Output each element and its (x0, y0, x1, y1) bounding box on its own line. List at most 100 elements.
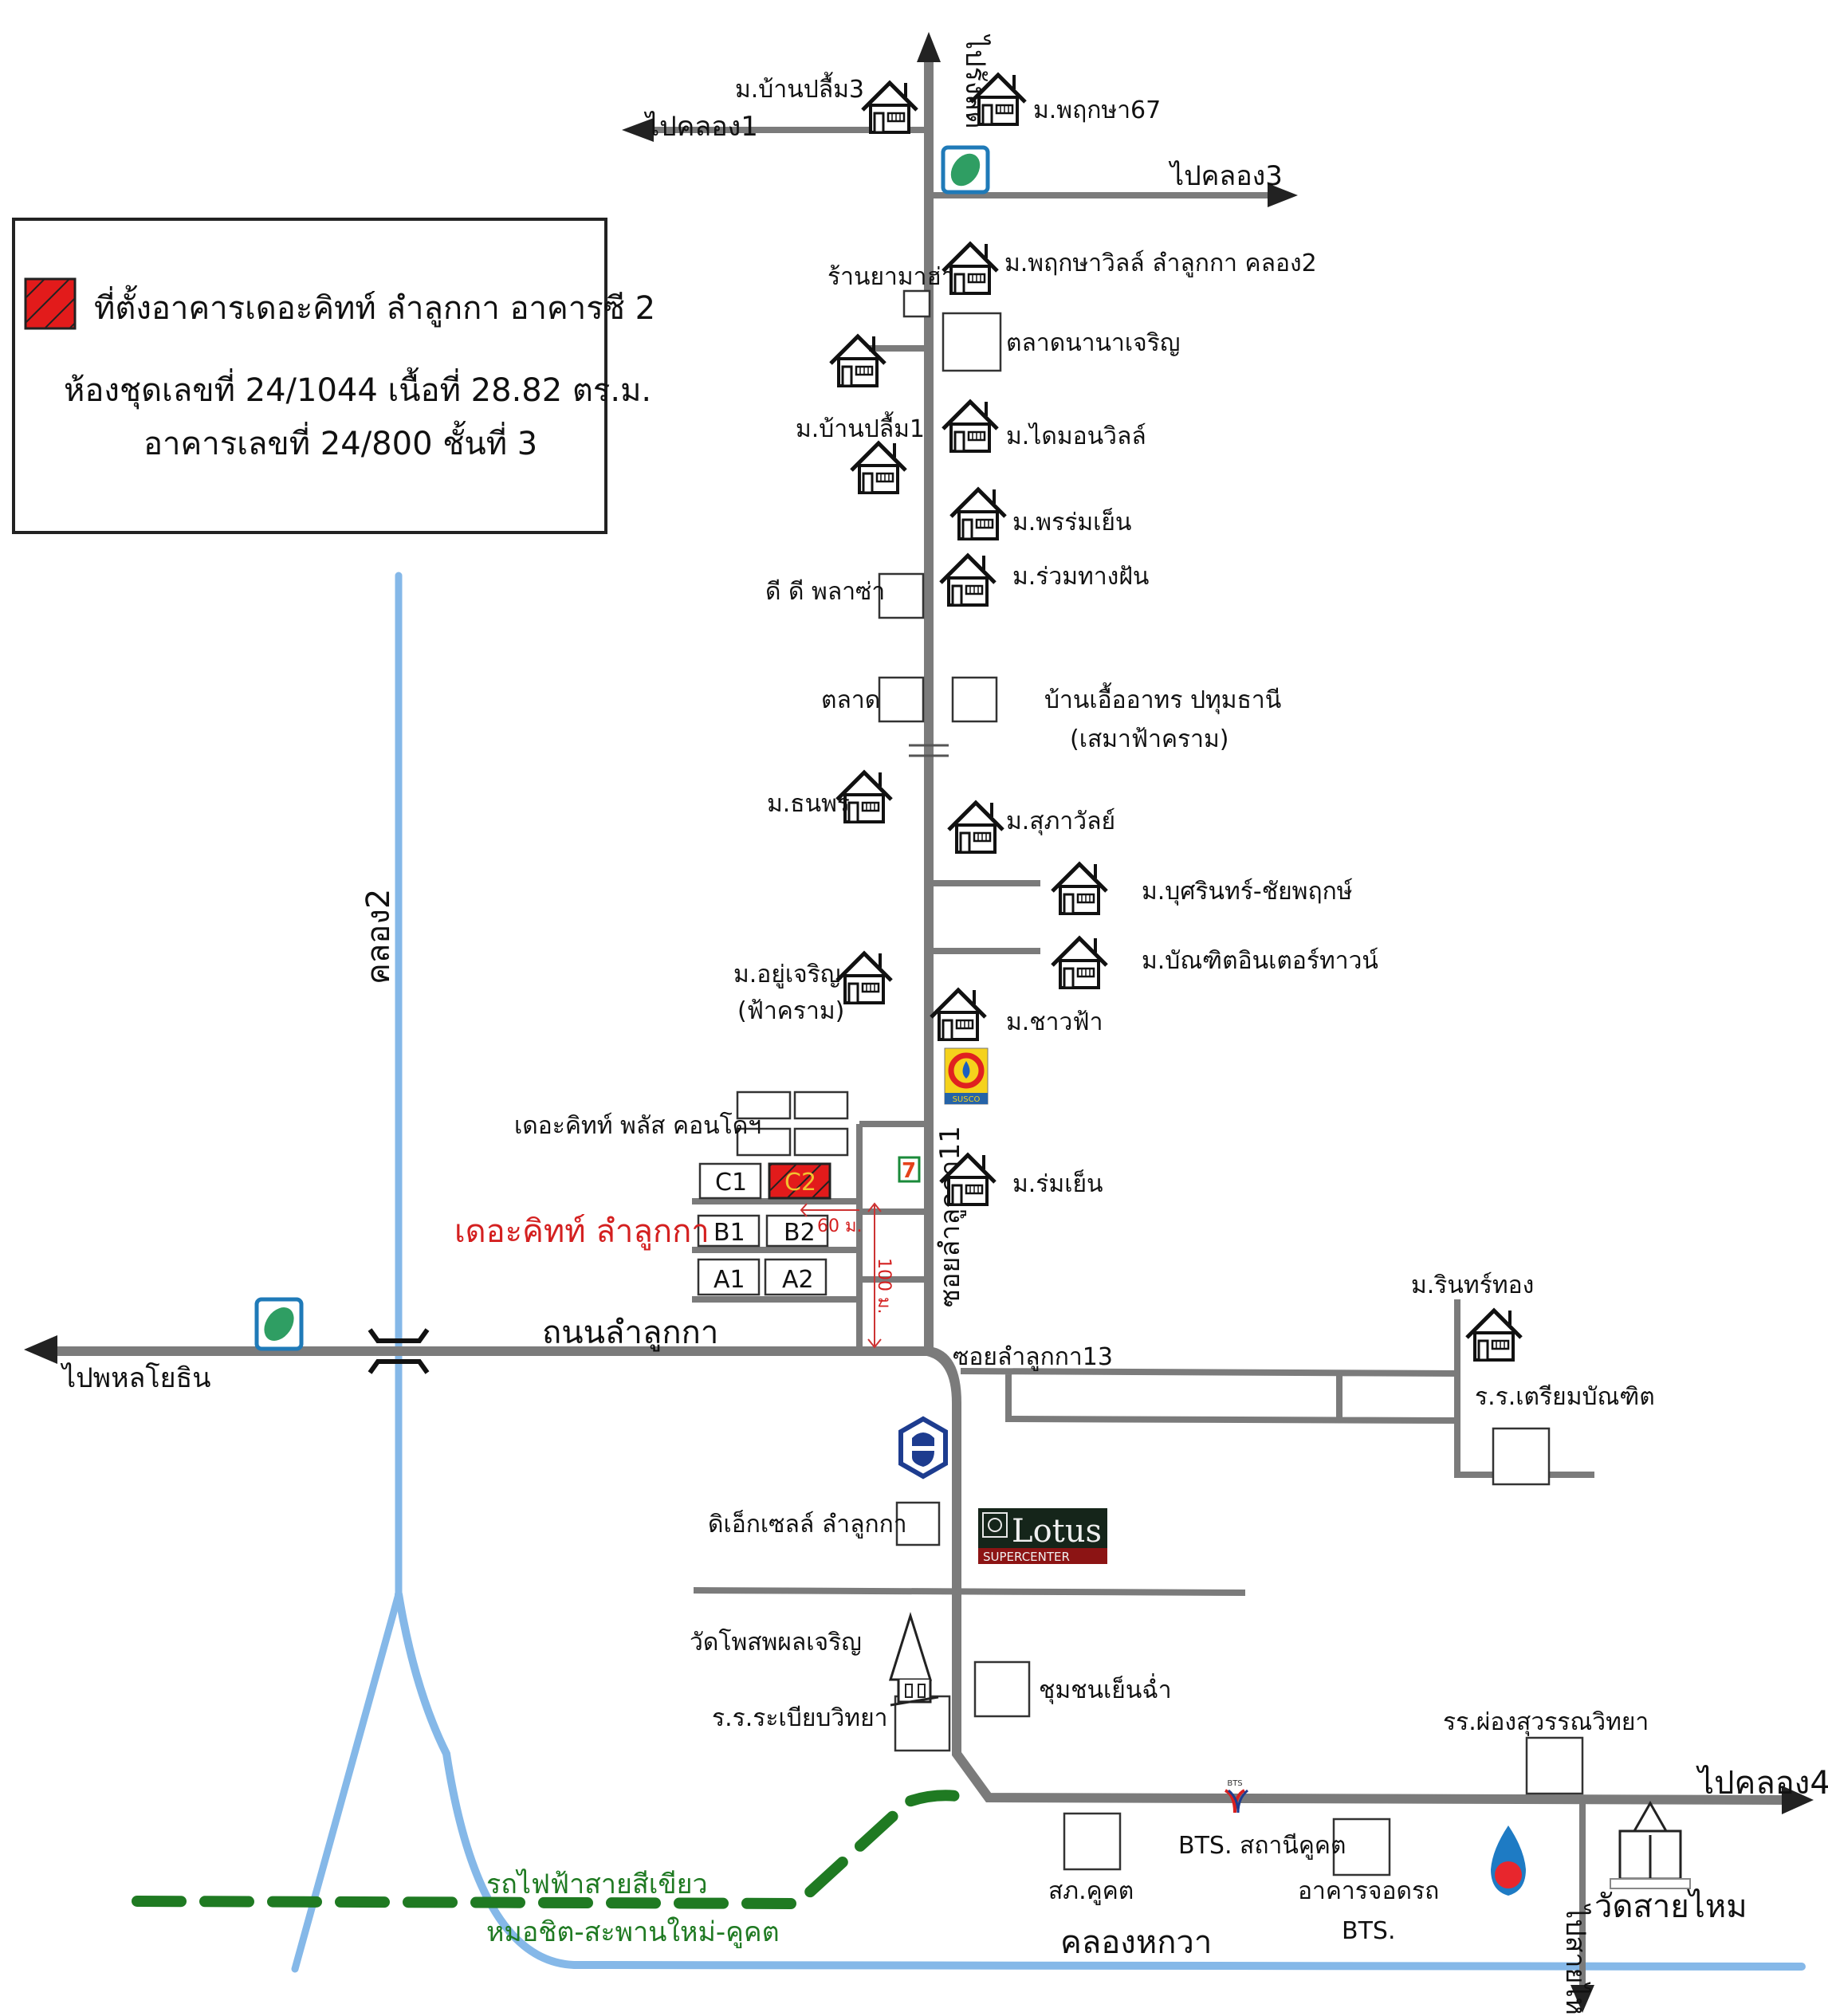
landmark-box (894, 1695, 951, 1752)
label-bts-station: BTS. สถานีคูคต (1178, 1832, 1346, 1860)
label-yennam: ชุมชนเย็นฉ่ำ (1039, 1673, 1172, 1705)
label-big-c: ดิเอ็กเซลล์ ลำลูกกา (708, 1509, 907, 1539)
house-icon (837, 953, 891, 1003)
road-soi11-label: ซอยลำลูกกา11 (934, 1126, 966, 1307)
bridge-mark (368, 1328, 430, 1374)
landmark-box (1525, 1736, 1584, 1795)
bangchak-logo-icon (941, 145, 990, 195)
direction-khlong3: ไปคลอง3 (1168, 160, 1283, 192)
label-pruksa-ville: ม.พฤกษาวิลล์ ลำลูกกา คลอง2 (1004, 250, 1317, 277)
label-diamond-ville: ม.ไดมอนวิลล์ (1006, 422, 1146, 450)
landmark-box (1332, 1818, 1391, 1876)
direction-khlong4: ไปคลอง4 (1696, 1765, 1828, 1802)
khlong2-canal (291, 572, 403, 1973)
arrow-khlong1[interactable] (622, 118, 654, 142)
green-line-label-2: หมอชิต-สะพานใหม่-คูคต (486, 1916, 780, 1948)
label-busarin: ม.บุศรินทร์-ชัยพฤกษ์ (1142, 878, 1353, 906)
building-c1[interactable]: C1 (698, 1162, 762, 1200)
kith-internal-roads (692, 1121, 929, 1350)
building-c1-label: C1 (715, 1169, 747, 1197)
landmark-box (973, 1660, 1031, 1718)
svg-text:7: 7 (902, 1159, 916, 1183)
susco-logo-icon: SUSCO (944, 1047, 989, 1105)
label-rinthong: ม.รินทร์ทอง (1411, 1271, 1534, 1299)
label-ban-plem1: ม.บ้านปลื้ม1 (796, 411, 925, 443)
soi13-road (960, 1299, 1594, 1478)
building-a2[interactable]: A2 (764, 1258, 828, 1296)
green-line-dashed (132, 1790, 962, 1910)
building-b2-label: B2 (784, 1219, 816, 1247)
label-bts-parking: อาคารจอดรถ (1298, 1877, 1439, 1905)
house-icon (1467, 1311, 1521, 1360)
kith-plus-block (793, 1091, 849, 1120)
house-icon (951, 489, 1005, 539)
svg-text:BTS: BTS (1227, 1779, 1242, 1788)
label-police: สภ.คูคต (1048, 1877, 1134, 1905)
landmark-box (942, 312, 1002, 372)
side-road (693, 1587, 1246, 1596)
kith-plus-label: เดอะคิทท์ พลัส คอนโดฯ (514, 1111, 761, 1140)
building-b1-label: B1 (714, 1219, 745, 1247)
landmark-box (902, 289, 931, 318)
direction-phahon: ไปพหลโยธิน (60, 1362, 211, 1394)
landmark-box (878, 572, 925, 619)
label-ruamtangfan: ม.ร่วมทางฝัน (1012, 563, 1149, 591)
label-yoocharoen-sub: (ฟ้าคราม) (737, 997, 844, 1025)
house-icon (931, 990, 985, 1039)
building-a1-label: A1 (714, 1266, 745, 1294)
kith-plus-block (736, 1127, 792, 1157)
label-pornromyen: ม.พรร่มเย็น (1012, 507, 1131, 536)
landmark-box (1492, 1427, 1551, 1486)
label-phongsuwan: รร.ผ่องสุวรรณวิทยา (1443, 1708, 1649, 1737)
landmark-box (895, 1501, 941, 1546)
label-mahar-pharmacy: ร้านยามาฮ่า (828, 263, 955, 291)
house-icon (949, 803, 1003, 852)
direction-khlong1: ไปคลอง1 (643, 111, 758, 143)
khlong2-label: คลอง2 (360, 889, 397, 984)
label-thanaporn: ม.ธนพร (767, 790, 850, 818)
label-nana-market: ตลาดนานาเจริญ (1006, 329, 1180, 357)
legend-room-info: ห้องชุดเลขที่ 24/1044 เนื้อที่ 28.82 ตร.… (64, 367, 651, 410)
building-a1[interactable]: A1 (697, 1258, 761, 1296)
house-icon (851, 443, 906, 493)
label-dd-plaza: ดี ดี พลาซ่า (765, 578, 885, 606)
ptt-logo-icon (1491, 1825, 1526, 1896)
soi13-label: ซอยลำลูกกา13 (953, 1343, 1113, 1371)
svg-text:SUPERCENTER: SUPERCENTER (983, 1550, 1070, 1564)
kith-plus-block (793, 1127, 849, 1157)
road-south (923, 1346, 1783, 1806)
svg-text:Lotus: Lotus (1012, 1513, 1102, 1550)
distance-60m-label: 60 ม. (817, 1216, 862, 1236)
arrow-khlong4[interactable] (1782, 1786, 1814, 1814)
wat-saimai-icon (1610, 1800, 1691, 1889)
label-pruksa67: ม.พฤกษา67 (1033, 96, 1161, 124)
road-lamlukka-label: ถนนลำลูกกา (542, 1315, 718, 1351)
label-supawan: ม.สุภาวัลย์ (1006, 808, 1115, 836)
distance-100m-label: 100 ม. (874, 1258, 894, 1314)
label-chaofa: ม.ชาวฟ้า (1006, 1008, 1103, 1036)
arrow-north[interactable] (917, 32, 941, 62)
landmark-box (951, 676, 998, 723)
landmark-box (878, 676, 925, 723)
label-ban-uea-athon-sub: (เสมาฟ้าคราม) (1070, 725, 1228, 753)
building-c2-target[interactable]: C2 (768, 1162, 831, 1200)
label-bts-parking-sub: BTS. (1342, 1917, 1396, 1945)
house-icon (1052, 864, 1107, 914)
house-icon (1052, 938, 1107, 988)
building-b1[interactable]: B1 (697, 1214, 761, 1248)
house-icon (941, 556, 995, 605)
arrow-khlong3[interactable] (1268, 183, 1298, 207)
label-market: ตลาด (821, 686, 880, 714)
label-triam-bundit: ร.ร.เตรียมบัณฑิต (1475, 1383, 1655, 1411)
house-icon (943, 402, 997, 451)
temple-icon (888, 1611, 939, 1707)
arrow-phahon[interactable] (24, 1335, 57, 1364)
building-b2[interactable]: B2 (765, 1214, 829, 1248)
label-bundit-intertown: ม.บัณฑิตอินเตอร์ทาวน์ (1142, 947, 1378, 975)
distance-100m-arrow (867, 1202, 882, 1349)
svg-text:SUSCO: SUSCO (953, 1095, 981, 1104)
label-wat-saimai: วัดสายไหม (1594, 1888, 1747, 1925)
label-romyen: ม.ร่มเย็น (1012, 1169, 1103, 1198)
arrow-saimai[interactable] (1571, 1985, 1594, 2013)
